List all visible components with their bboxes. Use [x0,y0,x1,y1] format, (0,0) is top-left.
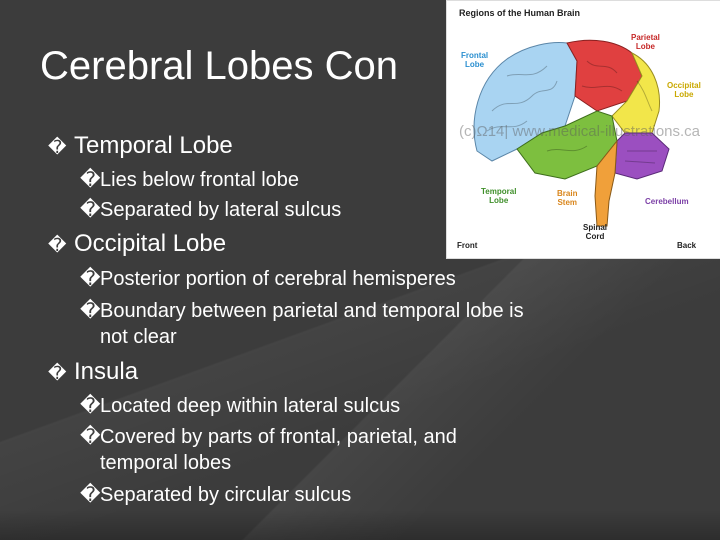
bullet-text: Covered by parts of frontal, parietal, a… [100,426,457,448]
list-item: �Boundary between parietal and temporal … [80,298,524,324]
label-front: Front [457,241,478,250]
sub-bullet-glyph: � [80,199,101,221]
bullet-glyph: � [48,235,67,255]
label-line: Brain [557,189,578,198]
cerebellum-region [614,132,670,180]
list-item-continuation: temporal lobes [100,452,232,474]
list-item: �Separated by lateral sulcus [80,197,341,223]
list-item: �Located deep within lateral sulcus [80,393,400,419]
sub-bullet-glyph: � [80,268,101,290]
list-item: �Posterior portion of cerebral hemispere… [80,266,456,292]
section-temporal-lobe: � Temporal Lobe [48,132,233,160]
label-line: Cord [585,232,605,241]
label-line: Stem [557,198,577,207]
bullet-text: Located deep within lateral sulcus [100,395,401,417]
sub-bullet-glyph: � [80,395,101,417]
label-line: Occipital [667,81,701,90]
watermark: (c)Ω14| www.medical-illustrations.ca [459,123,701,140]
sub-bullet-glyph: � [80,300,101,322]
parietal-lobe-region [566,39,643,112]
bullet-glyph: � [48,137,67,157]
section-heading: Insula [74,358,139,385]
label-back: Back [677,241,697,250]
figure-title: Regions of the Human Brain [459,8,581,18]
list-item-continuation: not clear [100,326,177,348]
label-line: Lobe [635,42,655,51]
bullet-text: Boundary between parietal and temporal l… [100,300,524,322]
label-cerebellum: Cerebellum [645,197,689,206]
sub-bullet-glyph: � [80,426,101,448]
list-item: �Separated by circular sulcus [80,482,351,508]
brainstem-region [594,139,618,227]
bullet-glyph: � [48,363,67,383]
label-line: Parietal [631,33,660,42]
sub-bullet-glyph: � [80,169,101,191]
section-heading: Occipital Lobe [74,230,227,257]
label-line: Frontal [461,51,489,60]
bullet-text: Lies below frontal lobe [100,169,300,191]
list-item: �Lies below frontal lobe [80,167,299,193]
section-heading: Temporal Lobe [74,132,233,159]
slide-title: Cerebral Lobes Con [40,44,398,88]
label-line: Lobe [674,90,694,99]
list-item: �Covered by parts of frontal, parietal, … [80,424,457,450]
section-insula: � Insula [48,358,138,386]
occipital-lobe-region [611,51,661,134]
sub-bullet-glyph: � [80,484,101,506]
brain-illustration [473,39,670,227]
bullet-text: Separated by circular sulcus [100,484,352,506]
temporal-lobe-region [516,110,618,180]
bullet-text: Posterior portion of cerebral hemisperes [100,268,456,290]
label-line: Temporal [481,187,517,196]
label-line: Lobe [465,60,485,69]
bullet-text: Separated by lateral sulcus [100,199,342,221]
brain-regions-figure: Regions of the Human Brain (c)Ω14| www.m… [446,0,720,259]
label-line: Spinal [583,223,608,232]
bottom-band [0,510,720,540]
section-occipital-lobe: � Occipital Lobe [48,230,226,258]
label-line: Lobe [489,196,509,205]
